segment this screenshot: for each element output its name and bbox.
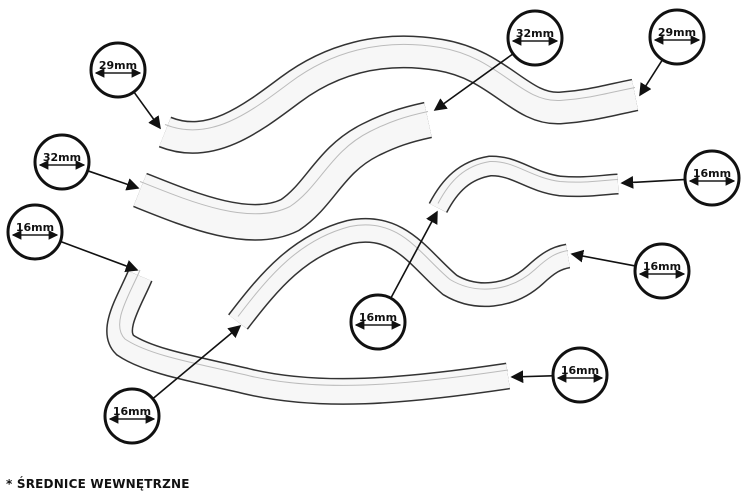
pointer-arrow	[133, 92, 161, 130]
pointer-arrow	[639, 60, 663, 97]
pointer-arrow	[390, 210, 438, 298]
size-label-text: 16mm	[561, 364, 599, 377]
size-label-top-center: 32mm	[506, 9, 564, 67]
size-label-top-right-end: 29mm	[648, 8, 706, 66]
size-label-top-left-end: 29mm	[89, 41, 147, 99]
pointer-arrow	[620, 175, 685, 189]
size-label-center-16: 16mm	[349, 293, 407, 351]
arrows	[60, 53, 685, 399]
hose-29mm	[158, 35, 639, 154]
hose-16mm-middle	[228, 217, 571, 330]
size-label-left-32: 32mm	[33, 133, 91, 191]
size-label-text: 16mm	[16, 221, 54, 234]
pointer-arrow	[152, 324, 242, 399]
pointer-arrow	[88, 170, 140, 191]
size-label-left-16: 16mm	[6, 203, 64, 261]
pointer-arrow	[570, 249, 635, 267]
footnote: * ŚREDNICE WEWNĘTRZNE	[6, 477, 190, 491]
pointer-arrow	[60, 241, 139, 273]
size-label-text: 32mm	[43, 151, 81, 164]
pointer-arrow	[433, 53, 513, 111]
size-label-bottom-right-16: 16mm	[551, 346, 609, 404]
size-label-text: 16mm	[113, 405, 151, 418]
hoses	[106, 35, 639, 405]
hose-16mm-upper	[428, 155, 619, 214]
size-label-text: 29mm	[99, 59, 137, 72]
hose-32mm	[133, 101, 433, 241]
pointer-arrow	[510, 370, 553, 384]
size-label-text: 29mm	[658, 26, 696, 39]
size-label-bottom-left-16: 16mm	[103, 387, 161, 445]
size-label-text: 32mm	[516, 27, 554, 40]
size-label-text: 16mm	[359, 311, 397, 324]
size-labels: 29mm 32mm 29mm 32mm 16mm 16mm 16mm 16mm 16mm 16mm	[6, 8, 741, 445]
size-label-right-upper-16: 16mm	[683, 149, 741, 207]
size-label-text: 16mm	[693, 167, 731, 180]
size-label-right-middle-16: 16mm	[633, 242, 691, 300]
hose-16mm-lower	[106, 269, 510, 405]
size-label-text: 16mm	[643, 260, 681, 273]
